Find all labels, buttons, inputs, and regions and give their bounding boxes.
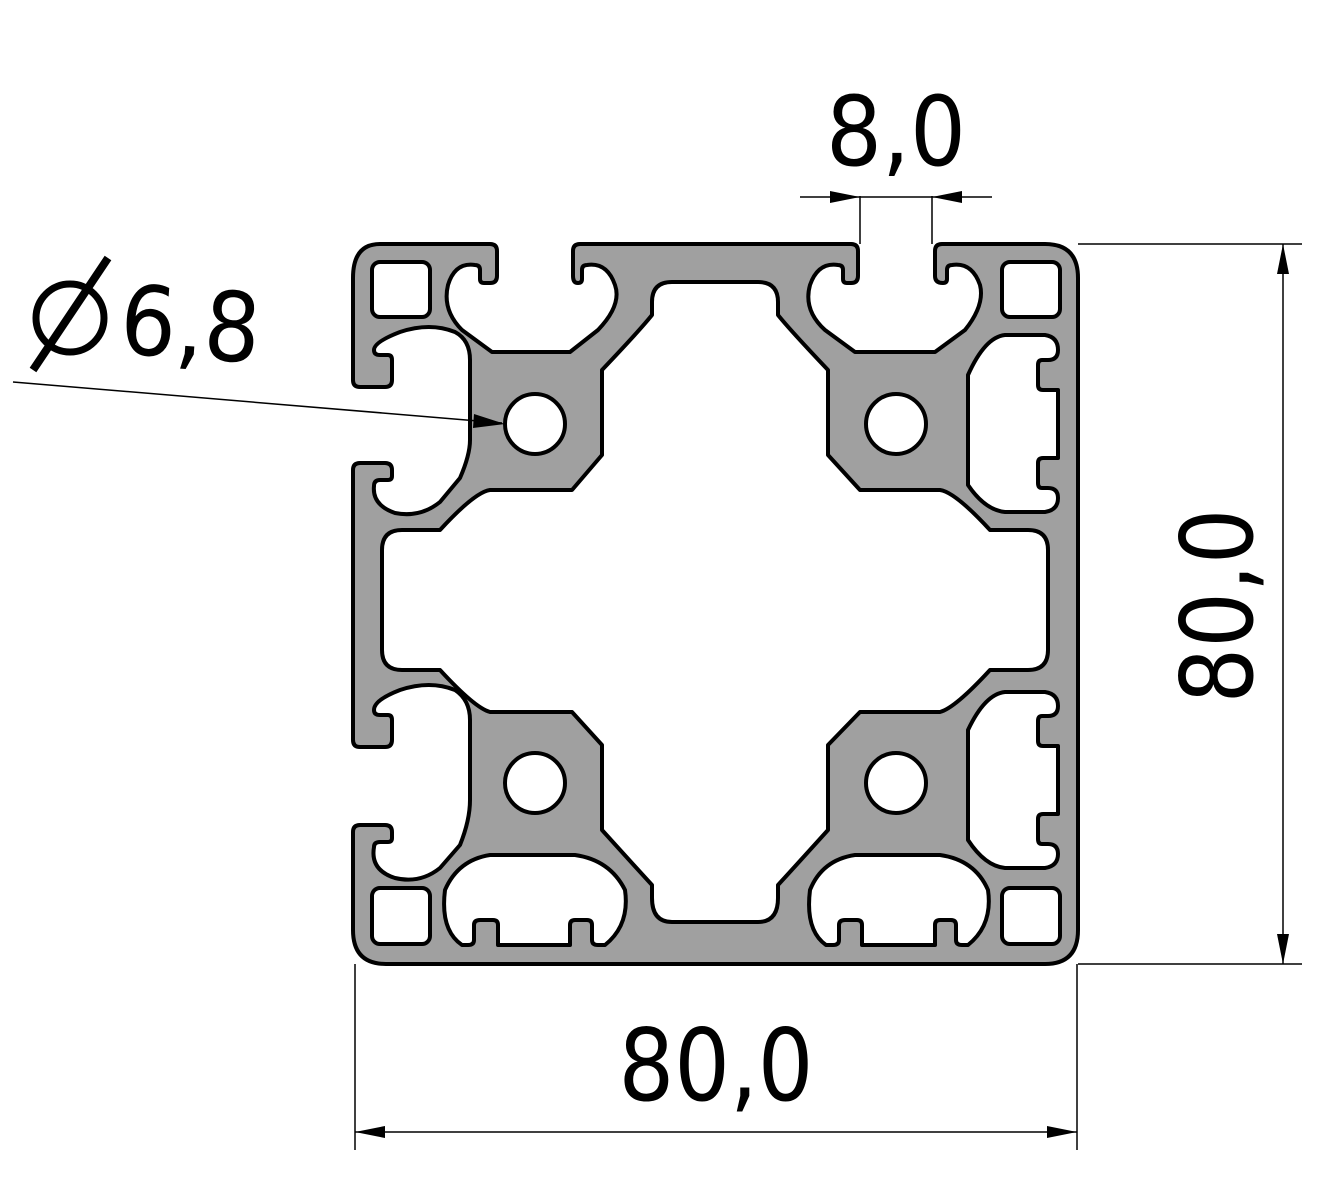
arrow-icon bbox=[1277, 934, 1289, 964]
slot-cavity-bottom-right bbox=[807, 853, 991, 947]
arrow-icon bbox=[932, 191, 962, 203]
arrow-icon bbox=[355, 1126, 385, 1138]
corner-cavity-top-right bbox=[1000, 260, 1062, 319]
slot-cavity-right-upper bbox=[966, 333, 1060, 514]
dimension-width: 80,0 bbox=[354, 964, 1078, 1150]
width-label: 80,0 bbox=[619, 1007, 814, 1124]
height-label: 80,0 bbox=[1159, 509, 1276, 704]
arrow-icon bbox=[830, 191, 860, 203]
slot-cavity-right-lower bbox=[966, 690, 1060, 870]
center-cavity bbox=[380, 280, 1050, 924]
core-hole-top-right bbox=[864, 392, 928, 456]
arrow-icon bbox=[1277, 244, 1289, 274]
slot-cavity-bottom-left bbox=[442, 853, 628, 947]
corner-cavity-bottom-left bbox=[370, 886, 432, 946]
diameter-icon bbox=[29, 255, 112, 373]
corner-cavity-top-left bbox=[370, 260, 432, 319]
slot-width-label: 8,0 bbox=[826, 76, 966, 188]
dimension-slot-width: 8,0 bbox=[800, 76, 992, 244]
cavities bbox=[370, 260, 1062, 947]
core-hole-bottom-right bbox=[864, 751, 928, 815]
arrow-icon bbox=[473, 414, 505, 428]
core-hole-top-left bbox=[503, 392, 567, 456]
dimension-core-hole-diameter: 6,8 bbox=[12, 255, 505, 428]
arrow-icon bbox=[1047, 1126, 1077, 1138]
dimension-height: 80,0 bbox=[1078, 243, 1302, 965]
corner-cavity-bottom-right bbox=[1000, 886, 1062, 946]
leader-line bbox=[12, 381, 503, 424]
core-hole-diameter-label: 6,8 bbox=[117, 264, 264, 385]
core-hole-bottom-left bbox=[503, 751, 567, 815]
